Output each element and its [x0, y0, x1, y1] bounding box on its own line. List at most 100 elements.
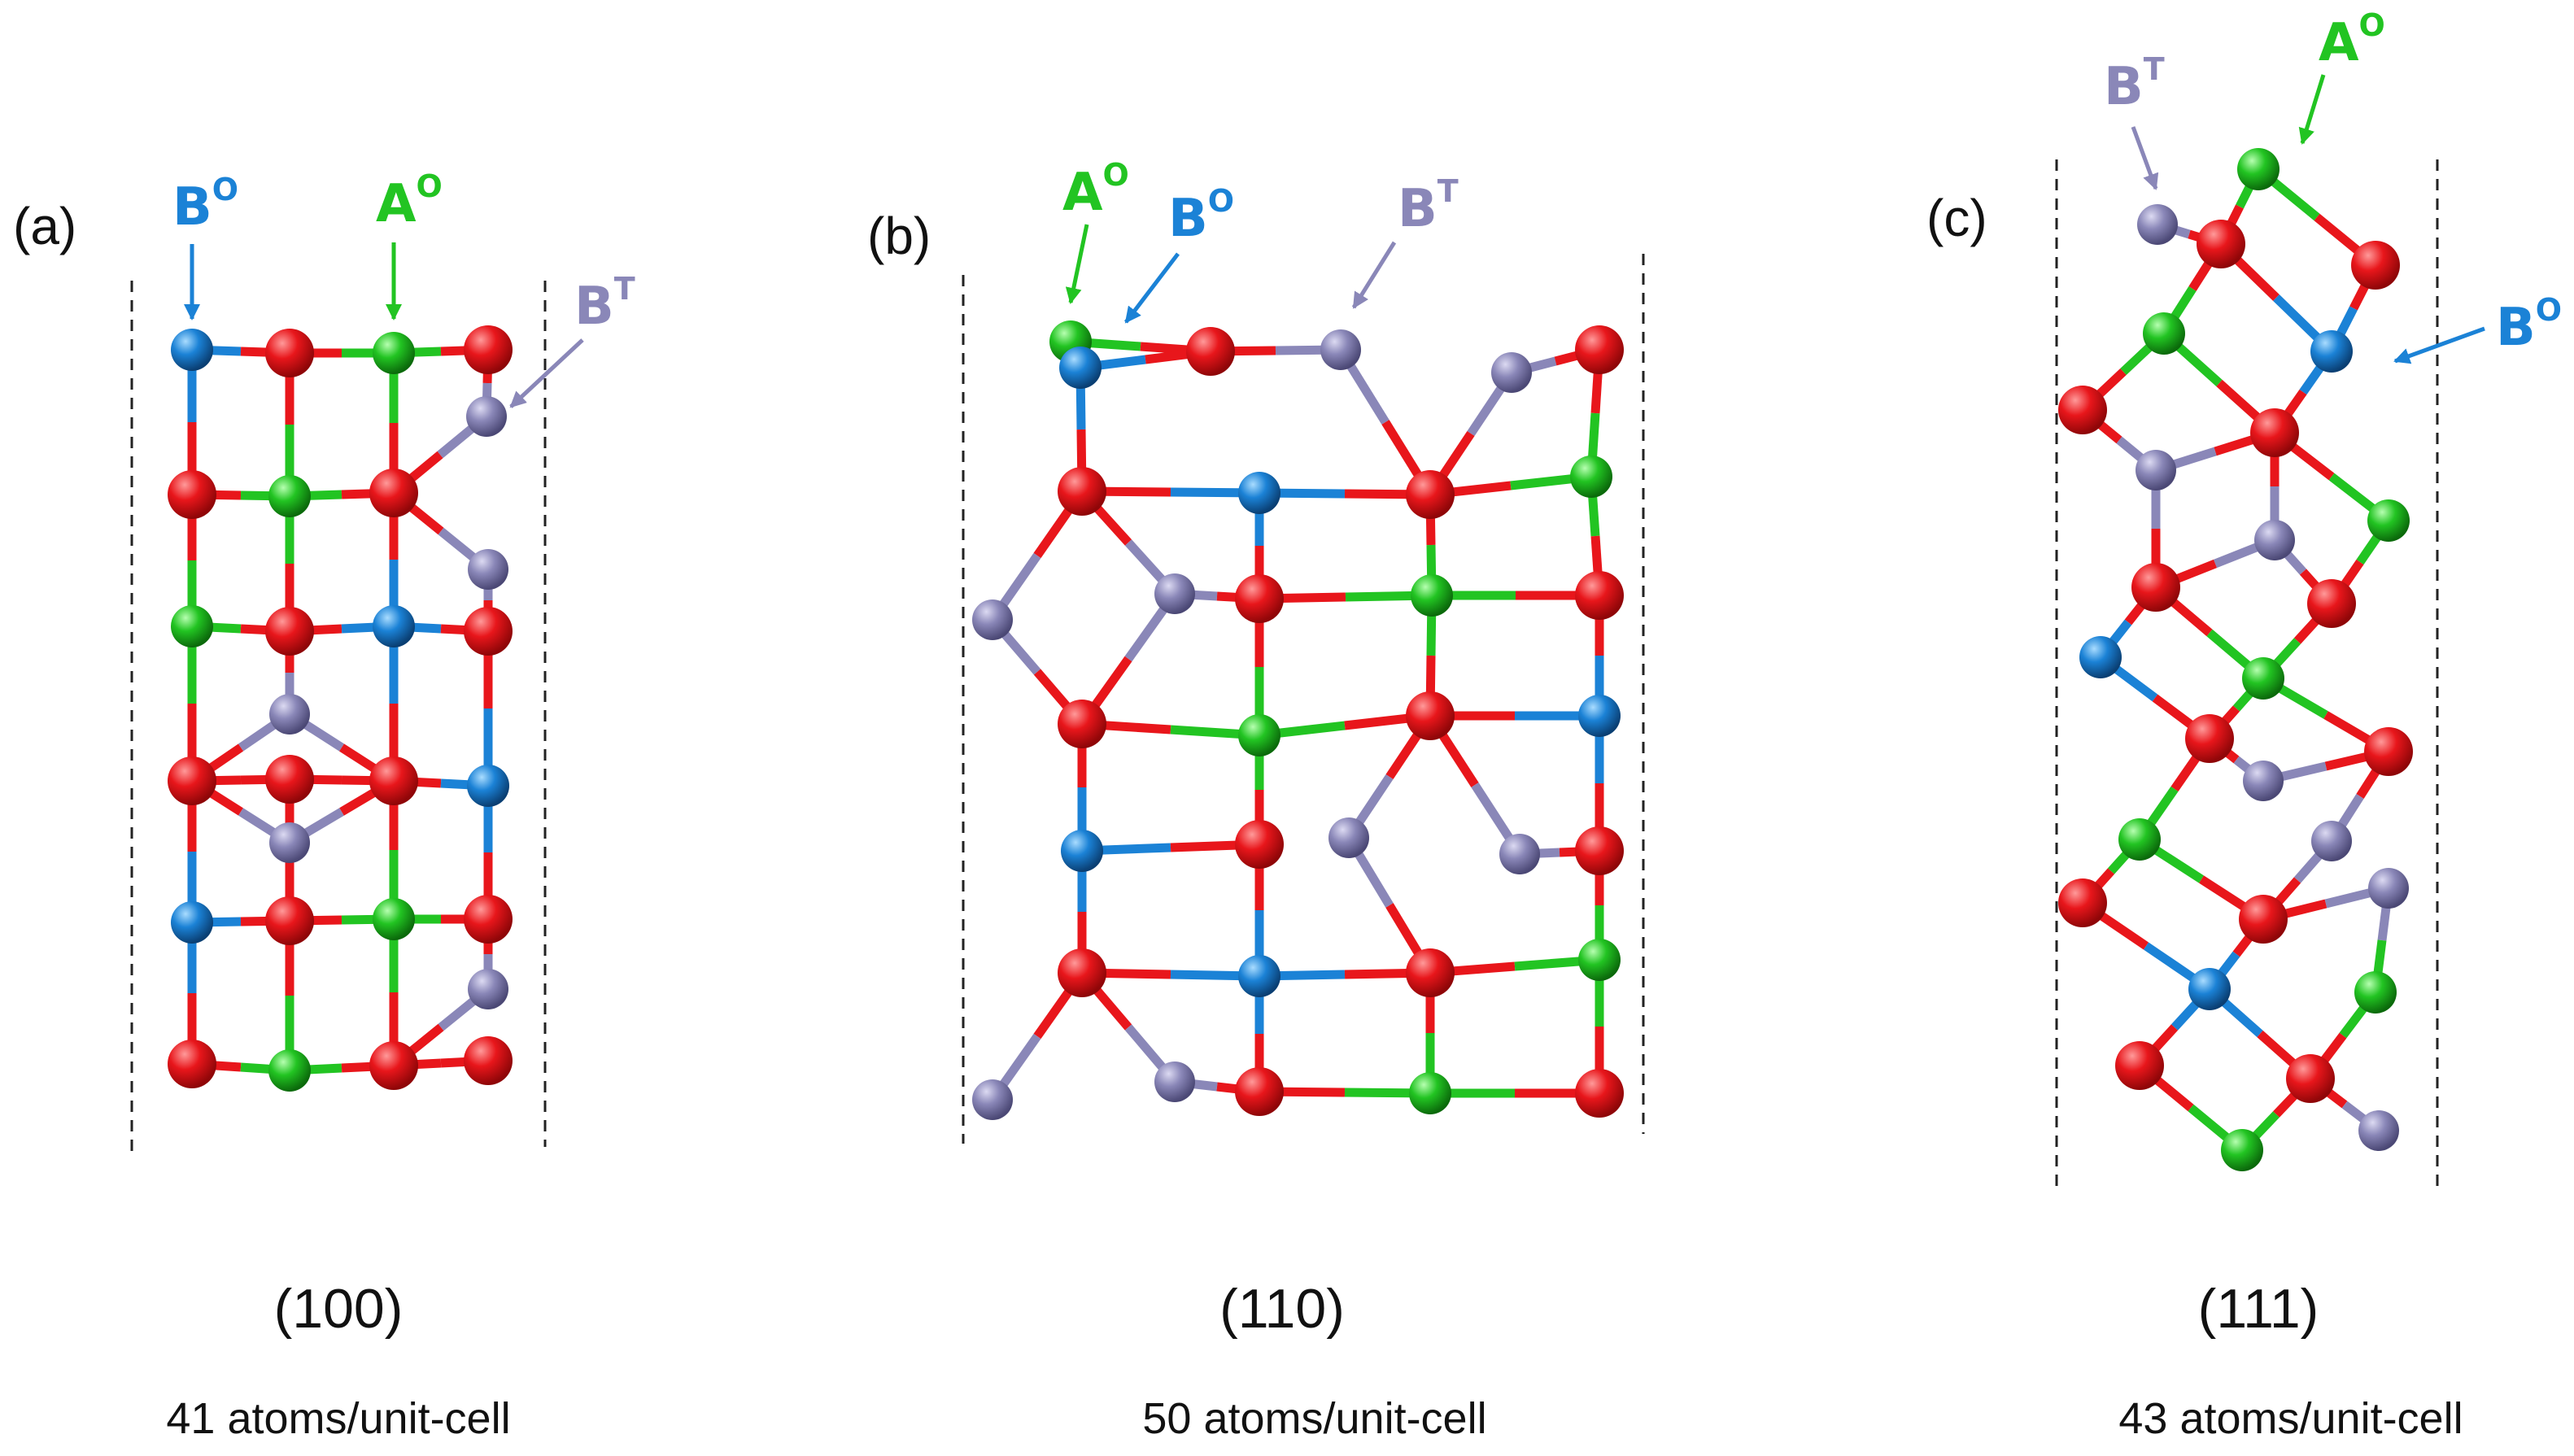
- label-sup: T: [614, 271, 635, 307]
- svg-text:AO: AO: [1062, 157, 1129, 223]
- oxygen-atom: [1235, 574, 1284, 623]
- site-b-o-atom: [1578, 695, 1621, 737]
- site-b-t-atom: [1154, 1061, 1195, 1102]
- label-base: B: [2104, 57, 2144, 117]
- oxygen-atom: [2364, 727, 2413, 776]
- panel-b-facet: (110): [1219, 1278, 1345, 1340]
- site-a-o-atom: [2221, 1129, 2263, 1171]
- site-a-o-atom: [2143, 312, 2185, 355]
- site-a-o-atom: [1411, 574, 1453, 617]
- panel-a-site-label-b-t: BT: [509, 271, 635, 408]
- oxygen-atom: [1575, 325, 1624, 374]
- site-a-o-atom: [2118, 818, 2161, 861]
- site-a-o-atom: [2354, 971, 2397, 1014]
- label-base: B: [172, 177, 212, 238]
- atom-layer: [972, 320, 1624, 1120]
- site-b-t-atom: [972, 599, 1013, 640]
- site-a-o-atom: [1409, 1072, 1451, 1114]
- site-a-o-atom: [373, 332, 415, 374]
- site-b-t-atom: [468, 549, 508, 590]
- oxygen-atom: [464, 1036, 513, 1085]
- site-b-t-atom: [468, 969, 508, 1009]
- oxygen-atom: [464, 607, 513, 656]
- svg-text:BO: BO: [2496, 292, 2562, 358]
- oxygen-atom: [265, 755, 314, 804]
- panel-a-site-label-b-o: BO: [172, 172, 238, 320]
- atom-layer: [2058, 148, 2413, 1171]
- site-b-o-atom: [373, 605, 415, 647]
- oxygen-atom: [2239, 895, 2288, 944]
- panel-c-facet: (111): [2198, 1278, 2319, 1340]
- oxygen-atom: [1235, 820, 1284, 869]
- svg-text:AO: AO: [376, 168, 443, 234]
- label-sup: O: [2536, 292, 2562, 328]
- oxygen-atom: [1058, 467, 1106, 516]
- svg-text:BT: BT: [1398, 173, 1459, 239]
- oxygen-atom: [265, 607, 314, 656]
- site-b-o-atom: [2188, 968, 2231, 1010]
- site-b-t-atom: [2137, 204, 2178, 245]
- label-base: A: [1062, 163, 1103, 223]
- site-a-o-atom: [2367, 499, 2410, 542]
- panel-b-site-label-b-t: BT: [1351, 173, 1459, 309]
- oxygen-atom: [1058, 700, 1106, 748]
- oxygen-atom: [369, 1041, 418, 1090]
- oxygen-atom: [464, 895, 513, 944]
- site-b-o-atom: [2310, 330, 2353, 373]
- label-base: B: [574, 277, 614, 337]
- panel-c-site-label-b-t: BT: [2104, 51, 2165, 190]
- panel-c-site-label-b-o: BO: [2393, 292, 2562, 364]
- svg-text:BO: BO: [172, 172, 238, 238]
- site-a-o-atom: [1570, 456, 1612, 498]
- panel-a-atom-count: 41 atoms/unit-cell: [166, 1394, 510, 1443]
- site-a-o-atom: [2242, 657, 2284, 700]
- svg-text:BT: BT: [2104, 51, 2165, 117]
- site-a-o-atom: [268, 475, 311, 517]
- oxygen-atom: [1406, 470, 1455, 519]
- panel-b: (b) AO BO BT (110) 50 atoms/unit-cell: [867, 157, 1645, 1443]
- arrow: [509, 338, 584, 408]
- oxygen-atom: [369, 469, 418, 517]
- panel-b-letter: (b): [867, 207, 931, 265]
- oxygen-atom: [1235, 1067, 1284, 1116]
- arrow: [2393, 326, 2485, 364]
- oxygen-atom: [369, 756, 418, 805]
- svg-text:AO: AO: [2319, 7, 2385, 73]
- site-a-o-atom: [1238, 714, 1280, 756]
- label-sup: O: [212, 172, 238, 207]
- label-sup: O: [1208, 183, 1234, 219]
- site-a-o-atom: [1578, 939, 1621, 981]
- oxygen-atom: [2197, 220, 2245, 268]
- arrow: [2131, 126, 2159, 190]
- panel-c-structure: [2058, 148, 2413, 1171]
- site-a-o-atom: [268, 1049, 311, 1092]
- panel-c: (c) BT AO BO (111) 43 atoms/unit-cell: [1926, 7, 2562, 1443]
- bond-layer: [2079, 165, 2393, 1154]
- site-a-o-atom: [171, 605, 213, 647]
- site-b-t-atom: [2254, 520, 2295, 560]
- site-b-o-atom: [467, 765, 509, 807]
- site-b-t-atom: [2311, 821, 2352, 861]
- arrow: [1065, 224, 1089, 304]
- site-b-t-atom: [466, 396, 507, 437]
- site-b-t-atom: [269, 822, 310, 863]
- label-sup: O: [2359, 7, 2385, 43]
- oxygen-atom: [168, 1040, 216, 1088]
- panel-c-atom-count: 43 atoms/unit-cell: [2118, 1394, 2463, 1443]
- oxygen-atom: [2058, 386, 2107, 434]
- label-sup: T: [2144, 51, 2165, 87]
- site-b-o-atom: [171, 329, 213, 371]
- oxygen-atom: [2351, 241, 2400, 290]
- label-base: B: [2496, 298, 2536, 358]
- label-sup: O: [1103, 157, 1129, 193]
- oxygen-atom: [2250, 408, 2299, 457]
- oxygen-atom: [265, 896, 314, 945]
- oxygen-atom: [1406, 691, 1455, 740]
- oxygen-atom: [168, 470, 216, 519]
- site-b-o-atom: [1238, 472, 1280, 514]
- oxygen-atom: [2058, 878, 2107, 927]
- site-b-t-atom: [1328, 817, 1369, 858]
- oxygen-atom: [2185, 714, 2234, 763]
- arrow: [1124, 252, 1180, 324]
